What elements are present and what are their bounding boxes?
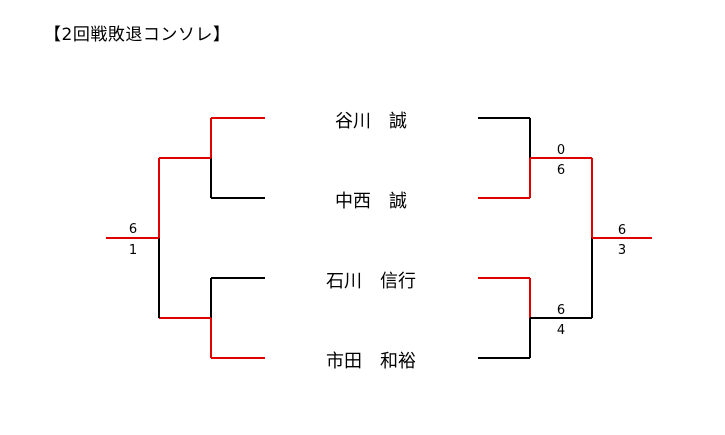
player-name-4: 市田 和裕	[326, 351, 416, 372]
player-name-1: 谷川 誠	[335, 111, 407, 132]
score-right-semi1-bottom: 6	[557, 163, 565, 178]
player-name-2: 中西 誠	[335, 191, 407, 212]
score-right-final-top: 6	[618, 223, 626, 238]
player-name-3: 石川 信行	[326, 271, 416, 292]
score-right-final-bottom: 3	[618, 243, 626, 258]
score-right-semi2-top: 6	[557, 303, 565, 318]
score-right-semi2-bottom: 4	[557, 323, 565, 338]
score-right-semi1-top: 0	[557, 143, 565, 158]
score-left-final-top: 6	[129, 222, 137, 237]
score-left-final-bottom: 1	[129, 243, 137, 258]
page-title: 【2回戦敗退コンソレ】	[44, 25, 231, 45]
